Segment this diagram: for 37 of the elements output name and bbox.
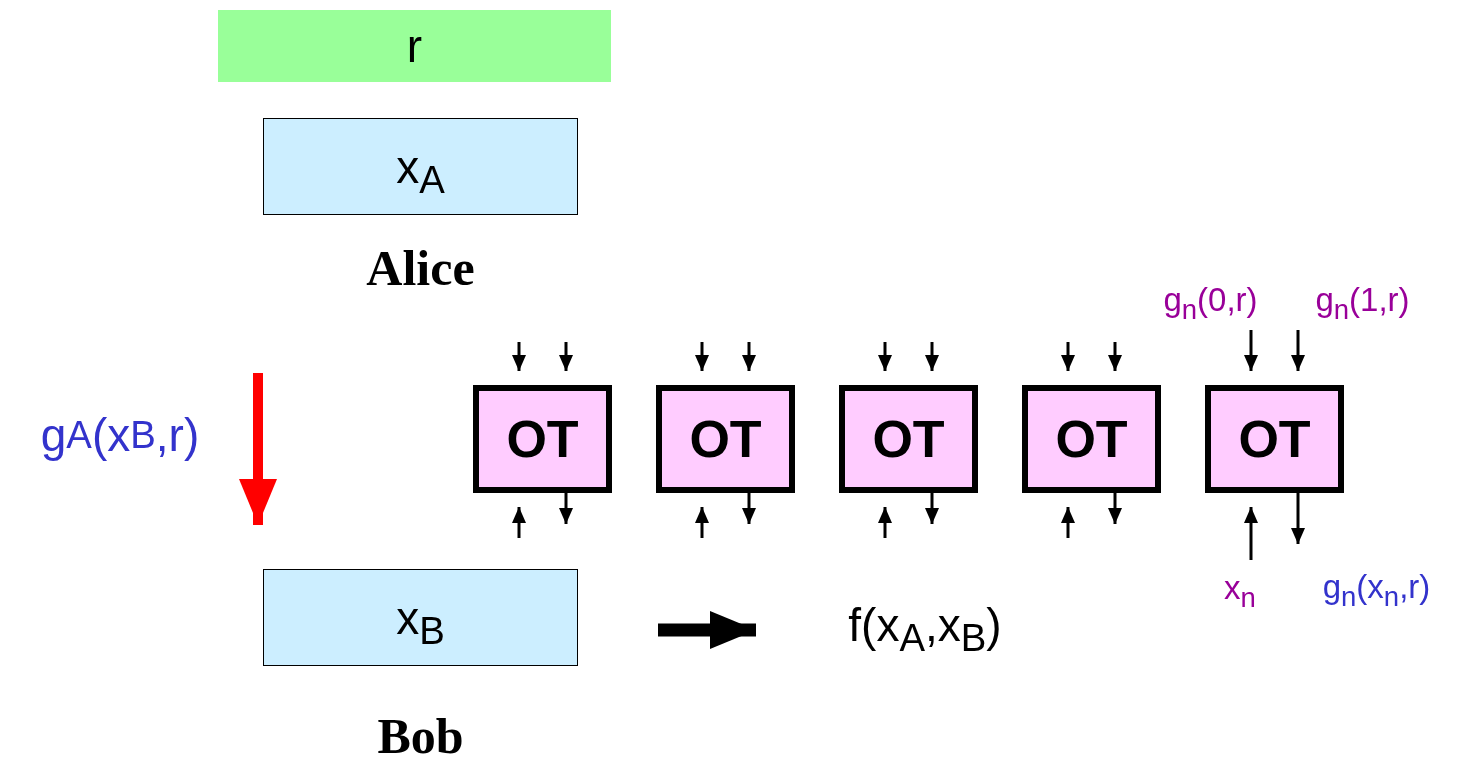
ot-box: OT (839, 385, 978, 493)
arrow (742, 493, 756, 524)
value-label: g$_{n}$(1,r) (1290, 270, 1435, 330)
arrow (1244, 330, 1258, 371)
arrow (878, 342, 892, 371)
arrow (1108, 342, 1122, 371)
ot-box: OT (656, 385, 795, 493)
variable-band: r (218, 10, 611, 82)
arrow (559, 342, 573, 371)
arrow (695, 507, 709, 538)
arrow (878, 507, 892, 538)
arrow (1061, 507, 1075, 538)
arrow (239, 373, 277, 525)
arrow (1244, 507, 1258, 560)
ot-box: OT (1205, 385, 1344, 493)
value-label: g$_{n}$(x$_{n}$,r) (1292, 558, 1461, 616)
arrow (1108, 493, 1122, 524)
arrow (1291, 493, 1305, 544)
arrow (1061, 342, 1075, 371)
function-label: f(x$_{A}$,x$_{B}$) (800, 588, 1050, 662)
arrow (1291, 330, 1305, 371)
value-label: x$_{n}$ (1205, 560, 1275, 616)
arrow (695, 342, 709, 371)
value-label: g$_{n}$(0,r) (1138, 270, 1283, 330)
arrow (658, 611, 756, 649)
input-box: x$_{B}$ (263, 569, 578, 666)
arrow (925, 342, 939, 371)
party-name: Alice (365, 239, 476, 298)
ot-box: OT (473, 385, 612, 493)
arrow (742, 342, 756, 371)
arrow (925, 493, 939, 524)
party-name: Bob (376, 707, 465, 765)
ot-box: OT (1022, 385, 1161, 493)
arrow (512, 507, 526, 538)
arrow (512, 342, 526, 371)
input-box: x$_{A}$ (263, 118, 578, 215)
arrow (559, 493, 573, 524)
